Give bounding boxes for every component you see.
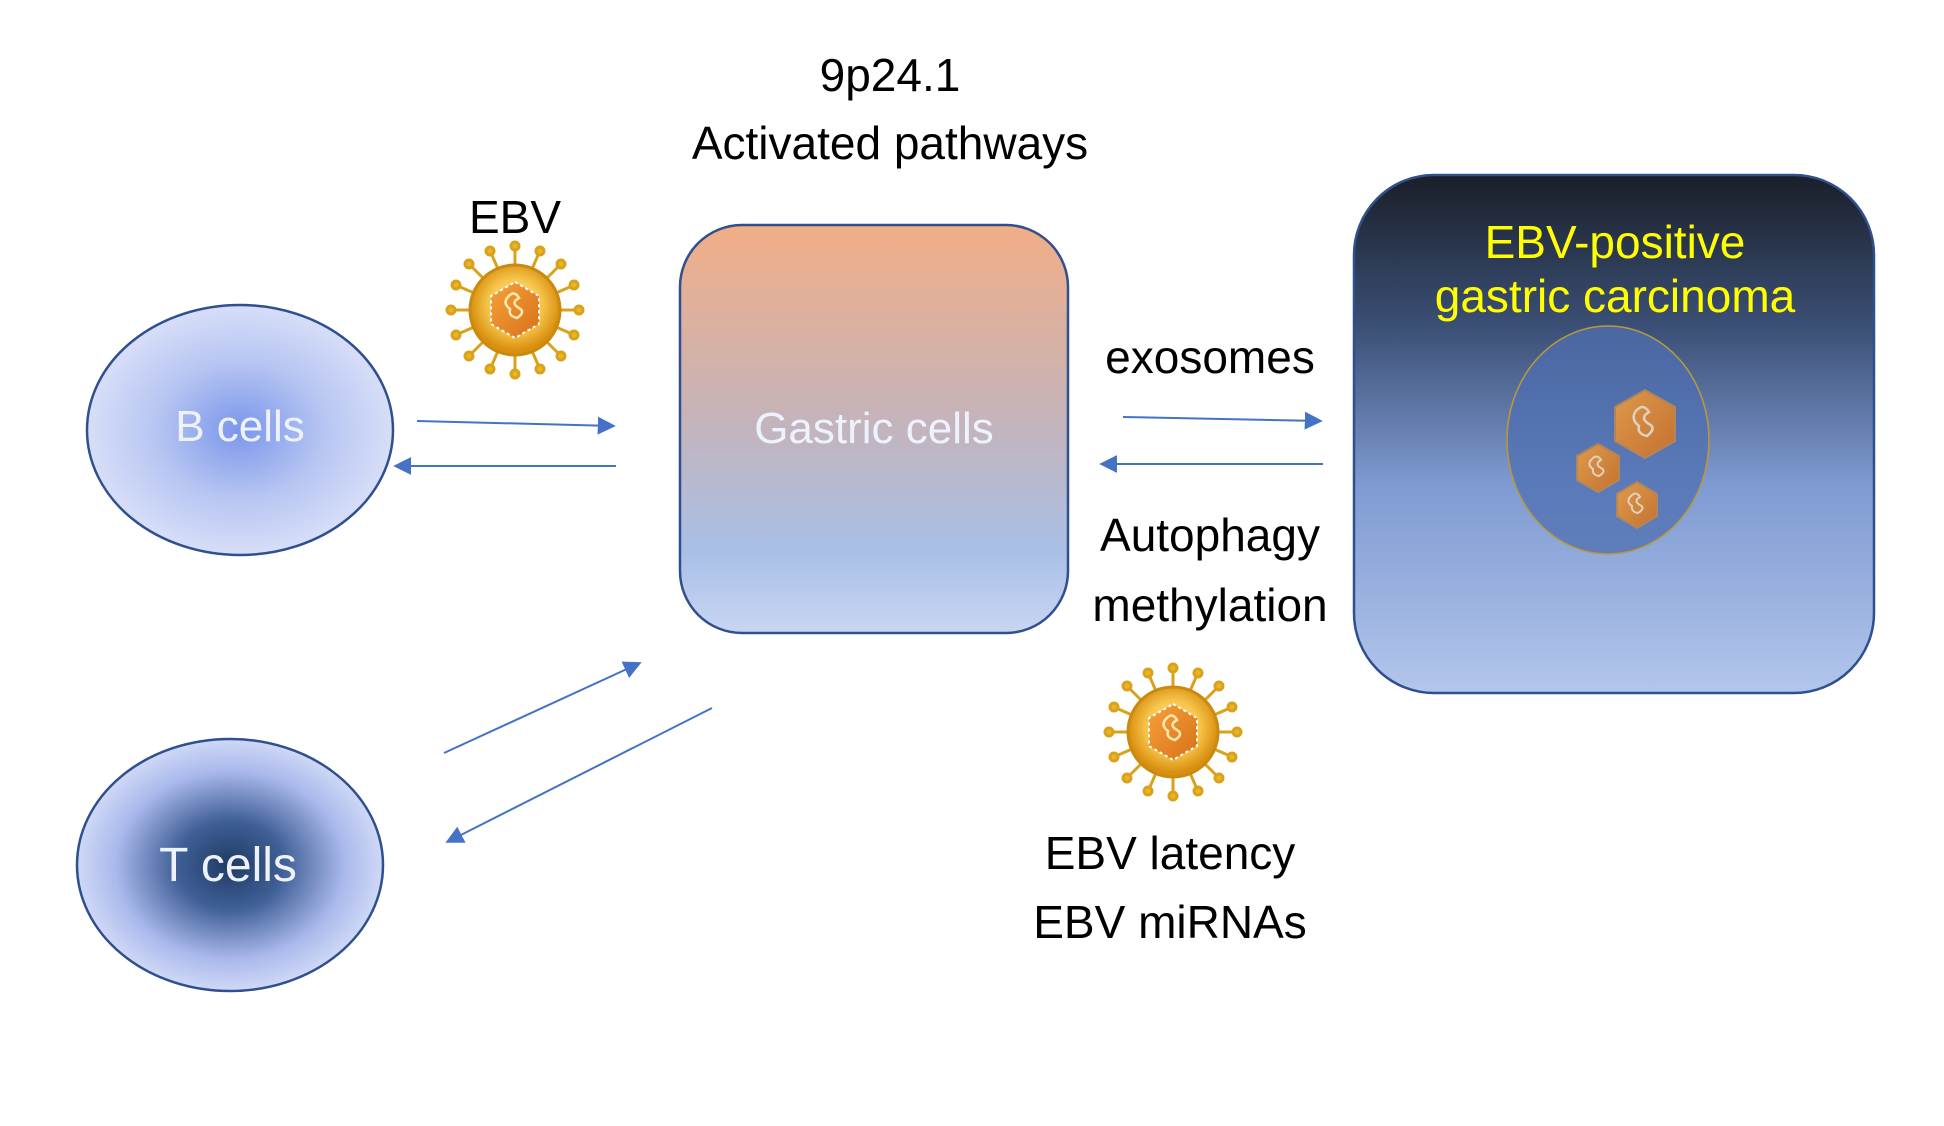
b-cells-label: B cells	[175, 402, 305, 451]
virus-icon	[445, 240, 585, 380]
autophagy-label: Autophagy	[1100, 509, 1320, 561]
capsid-icon	[1616, 480, 1658, 530]
ebv-latency-label: EBV latency	[1044, 827, 1296, 879]
ebv-label: EBV	[468, 191, 562, 243]
arrow-gastric-to-t	[445, 707, 713, 843]
infected-cell	[1506, 325, 1710, 555]
carcinoma-title: EBV-positive gastric carcinoma	[1380, 215, 1850, 324]
t-cell	[75, 737, 385, 993]
b-cell	[85, 303, 395, 557]
arrow-gastric-to-carcinoma	[1122, 411, 1323, 430]
arrow-t-to-gastric	[443, 661, 642, 754]
t-cells-label: T cells	[159, 839, 297, 892]
carcinoma-line2: gastric carcinoma	[1434, 270, 1796, 323]
exosomes-label: exosomes	[1105, 331, 1315, 383]
locus-label: 9p24.1	[819, 49, 961, 101]
capsid-icon	[1576, 442, 1620, 494]
gastric-cells-box	[678, 223, 1070, 635]
gastric-cells-label: Gastric cells	[754, 404, 994, 453]
capsid-icon	[1614, 388, 1676, 460]
carcinoma-line1: EBV-positive	[1484, 216, 1746, 268]
methylation-label: methylation	[1092, 579, 1328, 631]
virus-icon	[1103, 662, 1243, 802]
ebv-mirnas-label: EBV miRNAs	[1033, 896, 1307, 948]
arrow-b-to-gastric	[416, 416, 616, 435]
pathways-label: Activated pathways	[691, 117, 1089, 169]
